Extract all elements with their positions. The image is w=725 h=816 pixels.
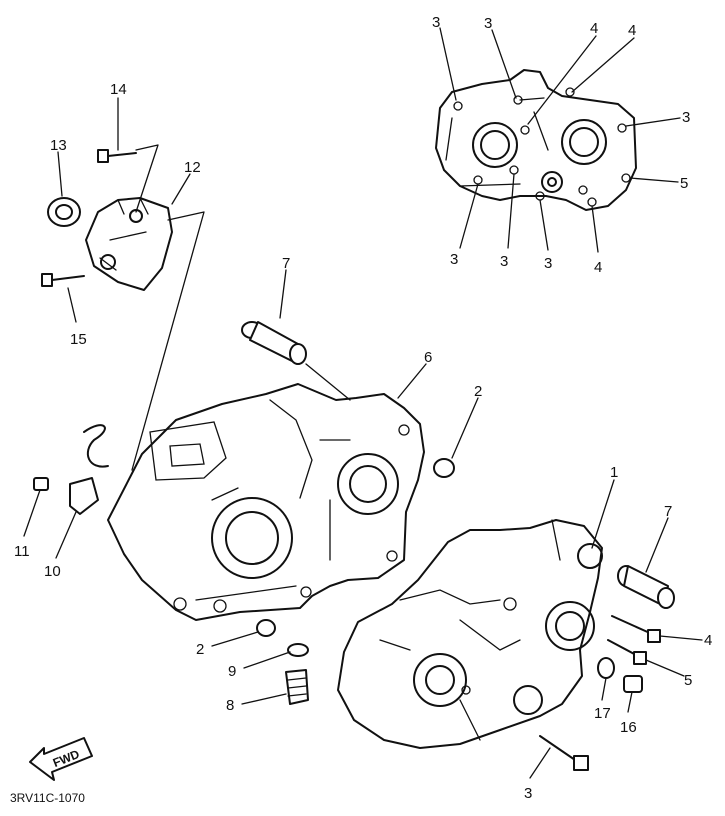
callout-top-4c: 4: [594, 259, 602, 276]
callout-3: 3: [524, 785, 532, 802]
fwd-arrow: FWD: [29, 737, 93, 781]
bolt-part-3: [539, 735, 589, 771]
bolt-part-16: [623, 675, 643, 693]
bolt-part-14: [97, 144, 159, 213]
callout-13: 13: [50, 137, 67, 154]
bracket-part-12: [85, 197, 173, 291]
leader-bracket-to-case: [131, 211, 205, 471]
bolt-part-5: [607, 639, 647, 665]
callout-12: 12: [184, 159, 201, 176]
callout-top-4a: 4: [590, 20, 598, 37]
callout-top-3f: 3: [544, 255, 552, 272]
gasket-part-9: [287, 643, 309, 657]
callout-11: 11: [14, 543, 30, 560]
bolt-part-4: [611, 615, 661, 643]
dowel-part-7-right: [617, 565, 675, 609]
callout-top-5: 5: [680, 175, 688, 192]
dowel-part-2-upper: [433, 458, 455, 478]
callout-1: 1: [610, 464, 618, 481]
clip-part-10: [69, 424, 109, 515]
callout-6: 6: [424, 349, 432, 366]
dowel-part-2-lower: [256, 619, 276, 637]
callout-top-4b: 4: [628, 22, 636, 39]
callouts: 3 3 4 4 3 5 3 3 3 4 14 13 12 15 7 6 2 11…: [14, 14, 712, 802]
dowel-part-7-top: [241, 321, 351, 401]
callout-7a: 7: [282, 255, 290, 272]
callout-17: 17: [594, 705, 611, 722]
seal-part-13: [47, 197, 81, 227]
callout-5: 5: [684, 672, 692, 689]
callout-top-3d: 3: [450, 251, 458, 268]
callout-14: 14: [110, 81, 127, 98]
callout-top-3e: 3: [500, 253, 508, 270]
washer-part-17: [597, 657, 615, 679]
callout-4: 4: [704, 632, 712, 649]
callout-top-3c: 3: [682, 109, 690, 126]
diagram-code: 3RV11C-1070: [10, 791, 85, 805]
bolt-part-15: [41, 273, 85, 287]
callout-2a: 2: [474, 383, 482, 400]
right-crankcase-part-1: [337, 519, 603, 749]
callout-15: 15: [70, 331, 87, 348]
callout-top-3a: 3: [432, 14, 440, 31]
callout-8: 8: [226, 697, 234, 714]
crankcase-top-view: [435, 69, 637, 211]
callout-10: 10: [44, 563, 61, 580]
callout-9: 9: [228, 663, 236, 680]
callout-2b: 2: [196, 641, 204, 658]
callout-16: 16: [620, 719, 637, 736]
bolt-part-11: [33, 477, 49, 491]
callout-top-3b: 3: [484, 15, 492, 32]
callout-7b: 7: [664, 503, 672, 520]
drain-bolt-part-8: [285, 669, 309, 705]
left-crankcase-part-6: [107, 383, 425, 621]
